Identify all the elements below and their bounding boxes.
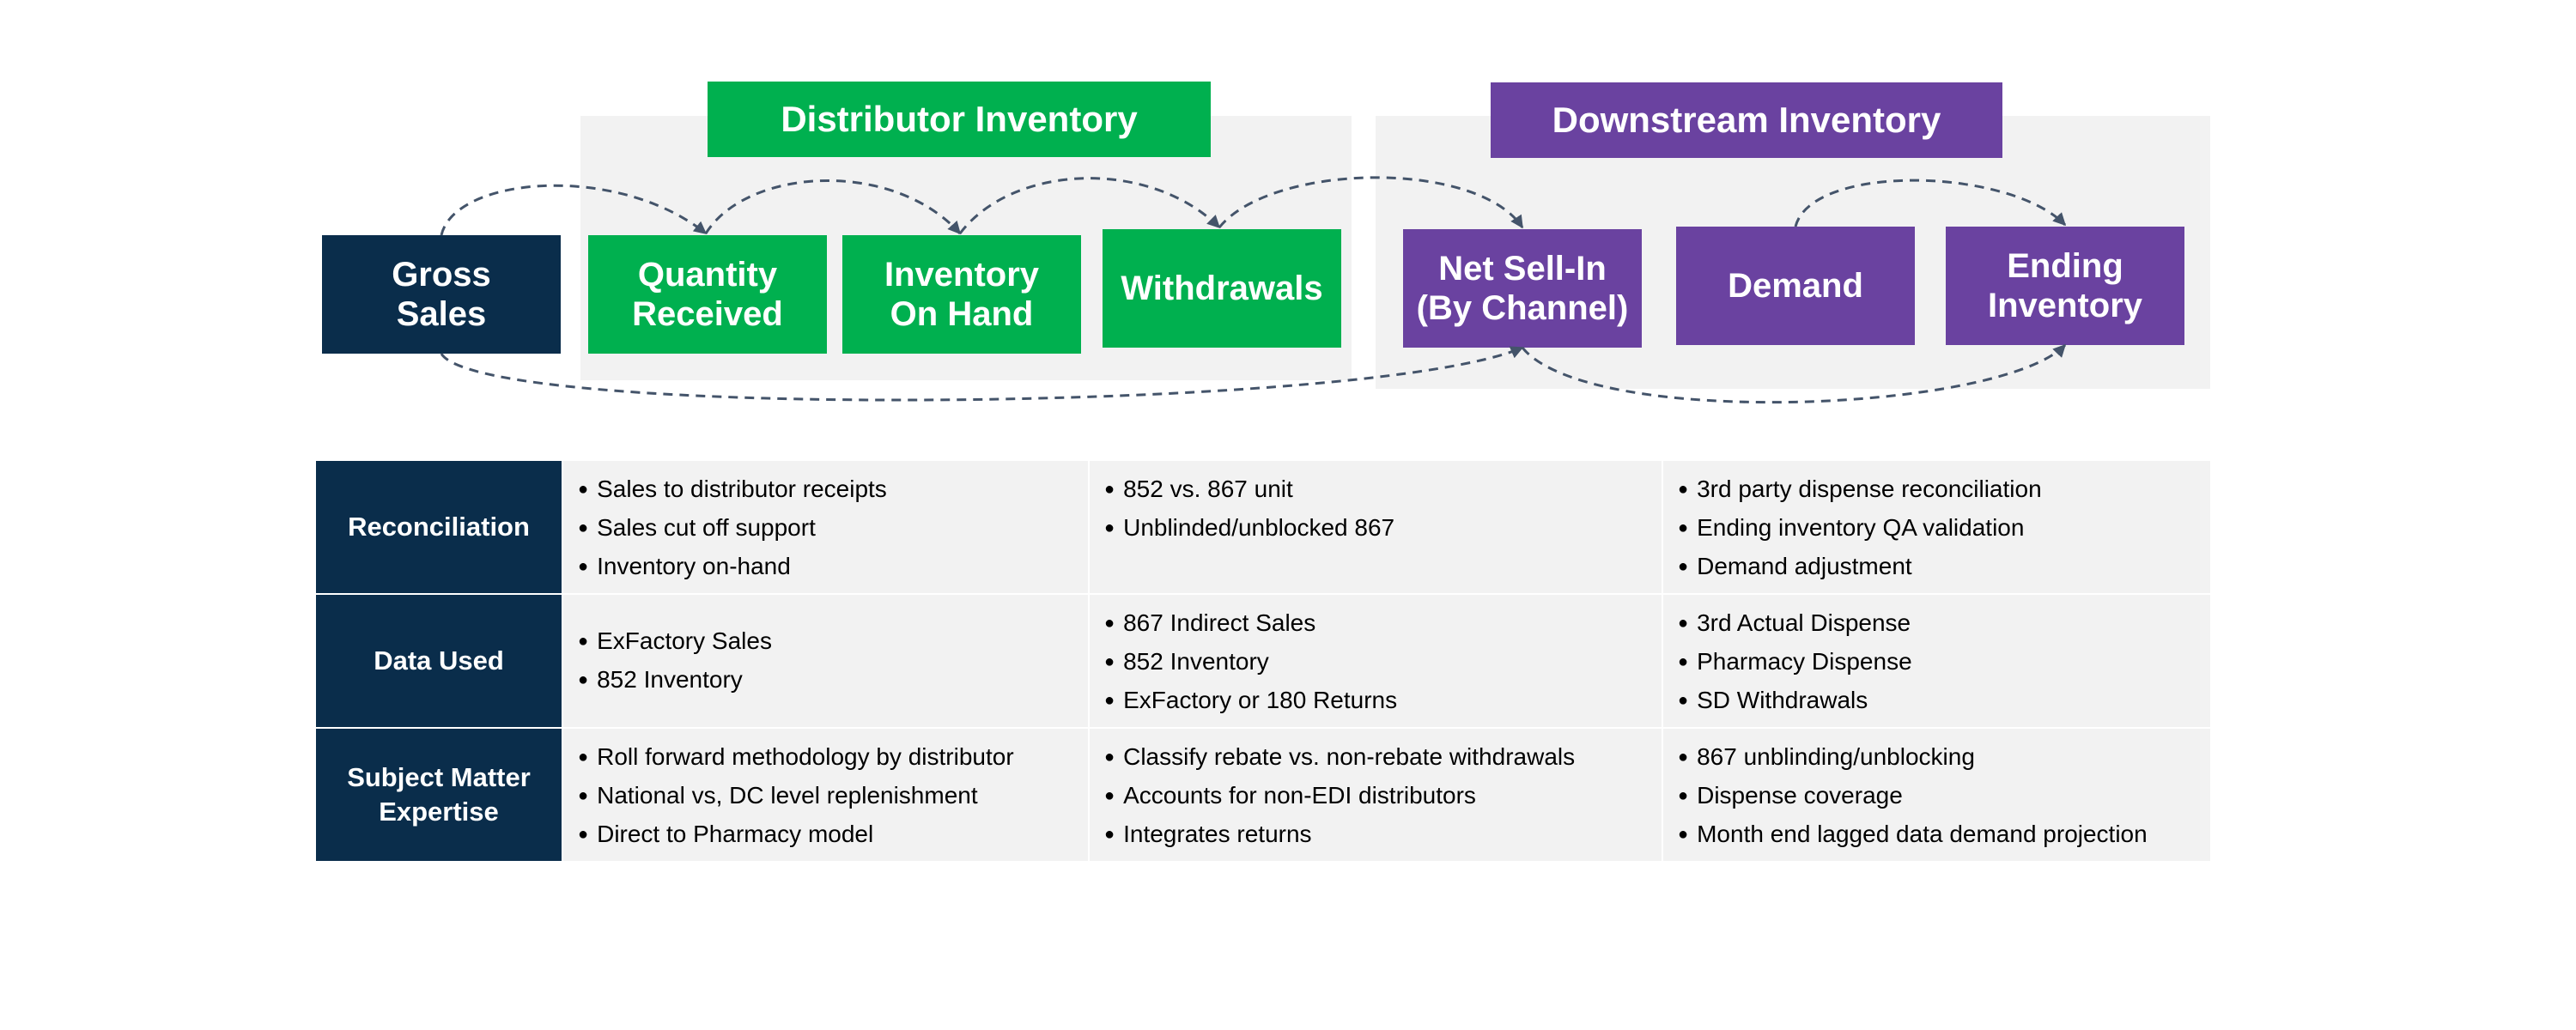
table-cell: 3rd Actual Dispense Pharmacy Dispense SD… xyxy=(1663,595,2210,727)
list-item: 852 Inventory xyxy=(1104,644,1662,682)
row-label-subject-matter-expertise: Subject Matter Expertise xyxy=(316,729,562,861)
list-item: Roll forward methodology by distributor xyxy=(578,739,1088,778)
list-item: Dispense coverage xyxy=(1678,778,2210,816)
table-cell: 852 vs. 867 unit Unblinded/unblocked 867 xyxy=(1090,461,1662,593)
table-cell: 867 unblinding/unblocking Dispense cover… xyxy=(1663,729,2210,861)
distributor-inventory-header: Distributor Inventory xyxy=(708,82,1211,157)
table-cell: 867 Indirect Sales 852 Inventory ExFacto… xyxy=(1090,595,1662,727)
list-item: Month end lagged data demand projection xyxy=(1678,816,2210,855)
list-item: 3rd party dispense reconciliation xyxy=(1678,471,2210,510)
list-item: Sales to distributor receipts xyxy=(578,471,1088,510)
list-item: 852 vs. 867 unit xyxy=(1104,471,1662,510)
list-item: ExFactory or 180 Returns xyxy=(1104,682,1662,721)
table-cell: 3rd party dispense reconciliation Ending… xyxy=(1663,461,2210,593)
list-item: 867 Indirect Sales xyxy=(1104,605,1662,644)
table-row: Data Used ExFactory Sales 852 Inventory … xyxy=(316,595,2210,727)
list-item: National vs, DC level replenishment xyxy=(578,778,1088,816)
list-item: Demand adjustment xyxy=(1678,548,2210,587)
list-item: 3rd Actual Dispense xyxy=(1678,605,2210,644)
list-item: Sales cut off support xyxy=(578,510,1088,548)
inventory-on-hand-box: Inventory On Hand xyxy=(842,235,1081,354)
list-item: 867 unblinding/unblocking xyxy=(1678,739,2210,778)
table-row: Reconciliation Sales to distributor rece… xyxy=(316,461,2210,593)
table-cell: ExFactory Sales 852 Inventory xyxy=(563,595,1088,727)
withdrawals-box: Withdrawals xyxy=(1103,229,1341,348)
net-sell-in-box: Net Sell-In (By Channel) xyxy=(1403,229,1642,348)
row-label-reconciliation: Reconciliation xyxy=(316,461,562,593)
list-item: Inventory on-hand xyxy=(578,548,1088,587)
capabilities-table: Reconciliation Sales to distributor rece… xyxy=(316,461,2210,863)
list-item: Classify rebate vs. non-rebate withdrawa… xyxy=(1104,739,1662,778)
list-item: Pharmacy Dispense xyxy=(1678,644,2210,682)
table-cell: Roll forward methodology by distributor … xyxy=(563,729,1088,861)
quantity-received-box: Quantity Received xyxy=(588,235,827,354)
table-row: Subject Matter Expertise Roll forward me… xyxy=(316,729,2210,861)
list-item: Direct to Pharmacy model xyxy=(578,816,1088,855)
downstream-inventory-header: Downstream Inventory xyxy=(1491,82,2002,158)
gross-sales-box: Gross Sales xyxy=(322,235,561,354)
list-item: ExFactory Sales xyxy=(578,623,1088,662)
list-item: Accounts for non-EDI distributors xyxy=(1104,778,1662,816)
row-label-data-used: Data Used xyxy=(316,595,562,727)
list-item: 852 Inventory xyxy=(578,662,1088,700)
ending-inventory-box: Ending Inventory xyxy=(1946,227,2184,345)
list-item: Integrates returns xyxy=(1104,816,1662,855)
list-item: Unblinded/unblocked 867 xyxy=(1104,510,1662,548)
demand-box: Demand xyxy=(1676,227,1915,345)
table-cell: Classify rebate vs. non-rebate withdrawa… xyxy=(1090,729,1662,861)
table-cell: Sales to distributor receipts Sales cut … xyxy=(563,461,1088,593)
list-item: Ending inventory QA validation xyxy=(1678,510,2210,548)
list-item: SD Withdrawals xyxy=(1678,682,2210,721)
